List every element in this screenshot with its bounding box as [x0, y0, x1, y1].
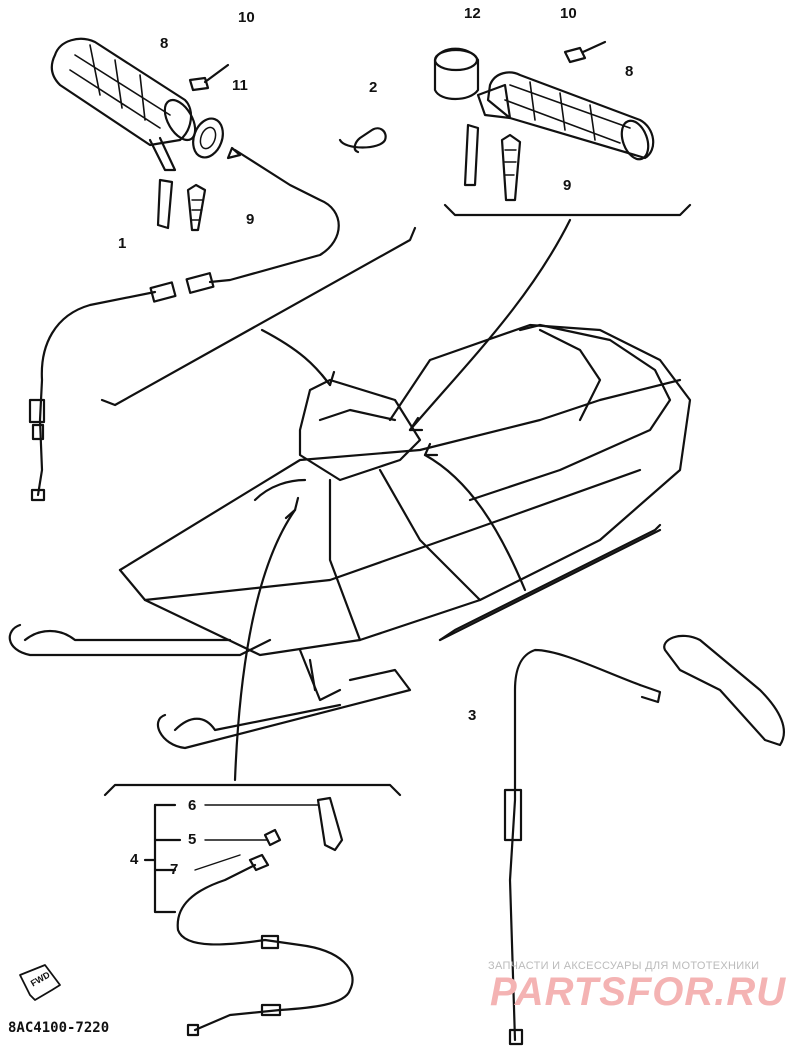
bracket-mid-left — [100, 226, 417, 407]
leader-top-right — [408, 218, 572, 432]
left-handlebar-grip — [50, 37, 197, 172]
callout-9-left: 9 — [246, 211, 255, 228]
fwd-arrow — [19, 964, 61, 1001]
cable-clip — [338, 127, 387, 154]
grip-end-cap — [433, 47, 480, 101]
callout-8-right: 8 — [625, 63, 634, 80]
callout-12: 12 — [464, 5, 481, 22]
diagram-code: 8AC4100-7220 — [8, 1020, 110, 1036]
throttle-ring — [192, 117, 224, 159]
callout-3: 3 — [468, 707, 477, 724]
callout-5: 5 — [188, 831, 197, 848]
cable-3 — [508, 648, 642, 1042]
leader-bottom — [233, 508, 297, 782]
callout-7: 7 — [170, 861, 179, 878]
cable-1 — [36, 290, 157, 497]
callout-1: 1 — [118, 235, 127, 252]
bracket-bottom — [103, 783, 402, 797]
switch-nut — [263, 828, 282, 847]
right-handlebar-grip — [476, 71, 655, 161]
leader-left — [260, 328, 332, 387]
callout-10-right: 10 — [560, 5, 577, 22]
bracket-top-right — [443, 203, 692, 217]
bracket-right — [438, 523, 662, 642]
leader-right — [423, 453, 527, 592]
callout-6: 6 — [188, 797, 197, 814]
switch-cover — [316, 796, 344, 852]
callout-9-right: 9 — [563, 177, 572, 194]
snowmobile-illustration — [8, 323, 692, 750]
watermark-logo: PARTSFOR.RU — [490, 970, 787, 1014]
switch-cable — [176, 853, 354, 1032]
callout-8-left: 8 — [160, 35, 169, 52]
brake-lever — [663, 634, 785, 747]
callout-11: 11 — [232, 77, 248, 94]
callout-10-left: 10 — [238, 9, 255, 26]
watermark-tagline: ЗАПЧАСТИ И АКСЕССУАРЫ ДЛЯ МОТОТЕХНИКИ — [488, 960, 760, 972]
callout-2: 2 — [369, 79, 378, 96]
callout-4: 4 — [130, 851, 139, 868]
